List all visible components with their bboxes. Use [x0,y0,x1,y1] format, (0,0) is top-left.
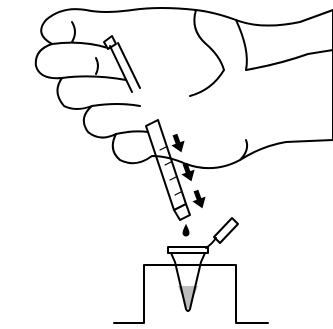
hand-icon [36,8,333,168]
press-arrow-icon [189,188,209,211]
pipette-icon [104,36,190,220]
droplet-icon [183,225,189,236]
press-arrow-icon [168,132,188,155]
